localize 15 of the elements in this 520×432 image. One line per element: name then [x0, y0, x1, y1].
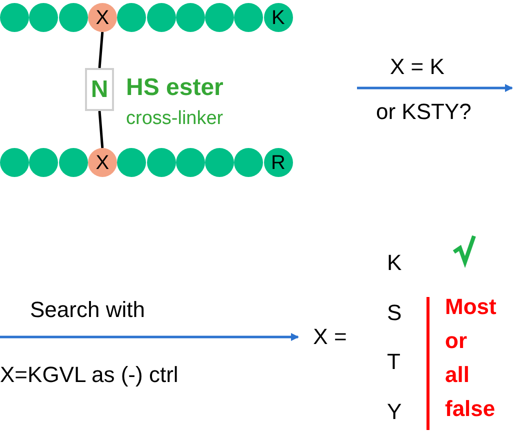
control-note: X=KGVL as (-) ctrl — [0, 364, 178, 386]
residue-letter: K — [387, 252, 402, 274]
equation-text: X = — [300, 322, 360, 352]
connector-line — [98, 110, 104, 148]
residue-letter: T — [387, 351, 400, 373]
residue-letter: Y — [387, 400, 402, 422]
equation-text: X = K — [390, 56, 444, 78]
caption-text: cross-linker — [126, 109, 224, 128]
residue-letter: S — [387, 302, 402, 324]
question-text: or KSTY? — [376, 101, 472, 123]
connector-line — [98, 32, 104, 68]
arrow — [0, 333, 299, 341]
caption-text: HS ester — [126, 76, 224, 100]
result-note: Most or all false — [445, 293, 496, 423]
linker-box: N — [85, 68, 114, 111]
